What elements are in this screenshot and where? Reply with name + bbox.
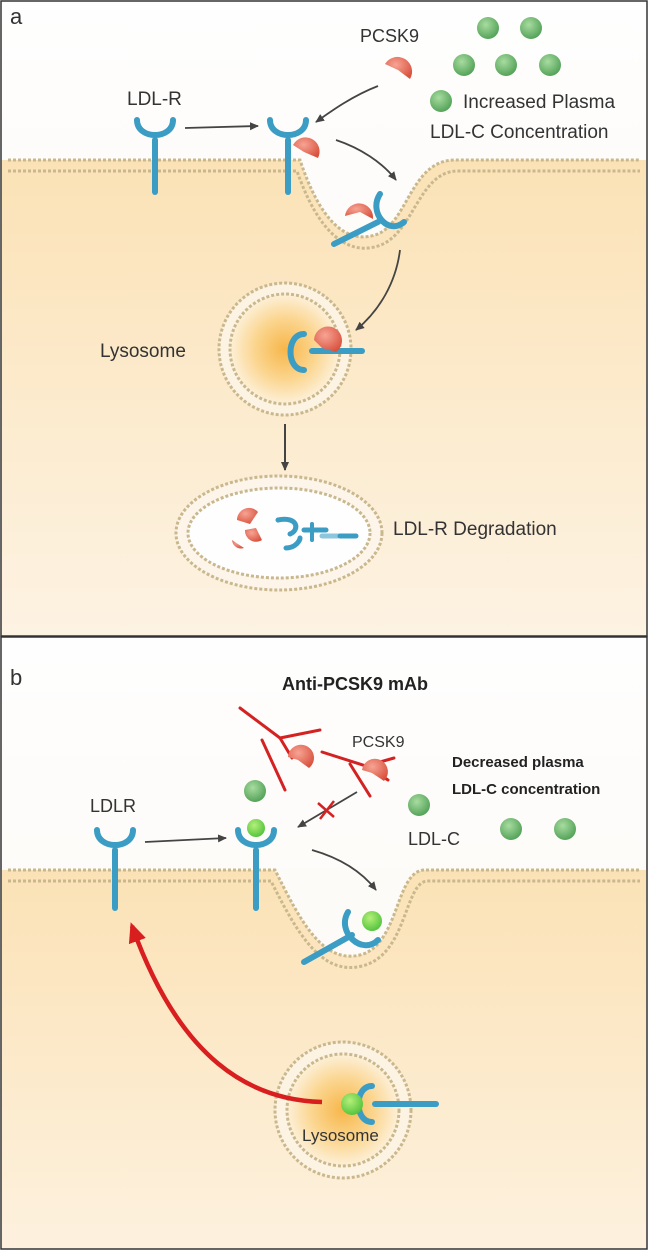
degraded-fragments [232, 507, 359, 551]
degradation-vesicle [174, 474, 384, 592]
membrane-a [8, 158, 640, 250]
panel-a-letter: a [10, 4, 23, 29]
ldl-particle [430, 90, 452, 112]
plasma-label-b-line1: Decreased plasma [452, 754, 584, 771]
ldl-particle [554, 818, 576, 840]
arrow-to-lysosome [355, 249, 401, 331]
ldlr-receptor-a1 [134, 117, 176, 195]
ldl-particle [500, 818, 522, 840]
ldlr-receptor-b1 [94, 827, 136, 911]
ldl-particle [495, 54, 517, 76]
panel-b-title: Anti-PCSK9 mAb [282, 674, 428, 694]
lysosome-label-a: Lysosome [100, 341, 186, 362]
pcsk9-label-b: PCSK9 [352, 734, 405, 751]
pcsk9-bound-antibody-1 [288, 744, 314, 768]
ldlr-label-a: LDL-R [127, 89, 182, 110]
ldlc-label: LDL-C [408, 829, 460, 849]
ldl-particle [408, 794, 430, 816]
ldl-particle [539, 54, 561, 76]
pcsk9-label-a: PCSK9 [360, 26, 419, 46]
ldlr-receptor-a3 [331, 191, 407, 247]
ldl-particle [453, 54, 475, 76]
ldlr-receptor-b3 [301, 909, 381, 965]
panel-b: b Anti-PCSK9 mAb PCSK9 Decreased plasma … [0, 636, 648, 1250]
membrane-b [8, 868, 640, 969]
ldlr-label-b: LDLR [90, 796, 136, 816]
arrow-receptor-recycling [128, 922, 323, 1105]
plasma-label-a-line2: LDL-C Concentration [430, 122, 608, 143]
pcsk9-bound-antibody-2 [362, 758, 388, 781]
ldl-bound-receptor [247, 819, 265, 837]
arrow-pcsk9-binding [315, 85, 379, 123]
ldl-internalizing [362, 911, 382, 931]
ldlr-receptor-a2 [267, 117, 309, 195]
ldl-in-lysosome [341, 1093, 363, 1115]
arrow-internalization [335, 139, 397, 181]
plasma-label-b-line2: LDL-C concentration [452, 781, 600, 798]
panel-a: a Increased Plasma LDL-C Concentration P… [0, 0, 648, 637]
pcsk9-free [385, 56, 413, 79]
ldl-particles-b [244, 780, 576, 840]
lysosome-label-b: Lysosome [302, 1126, 379, 1145]
pcsk9-bound [293, 137, 320, 158]
panel-b-letter: b [10, 665, 22, 690]
arrow-internalization-b [311, 849, 377, 891]
blocked-x-icon [317, 800, 335, 820]
ldl-particles-a [430, 17, 561, 112]
degradation-label: LDL-R Degradation [393, 519, 557, 540]
ldl-particle [244, 780, 266, 802]
plasma-label-a-line1: Increased Plasma [463, 92, 616, 113]
ldl-particle [520, 17, 542, 39]
arrow-receptor-binding [184, 122, 259, 131]
ldlr-receptor-b2 [235, 827, 277, 911]
ldl-particle [477, 17, 499, 39]
pcsk9-internalizing [345, 203, 374, 219]
pcsk9-in-lysosome [314, 326, 342, 352]
arrow-ldl-binding [144, 834, 227, 843]
